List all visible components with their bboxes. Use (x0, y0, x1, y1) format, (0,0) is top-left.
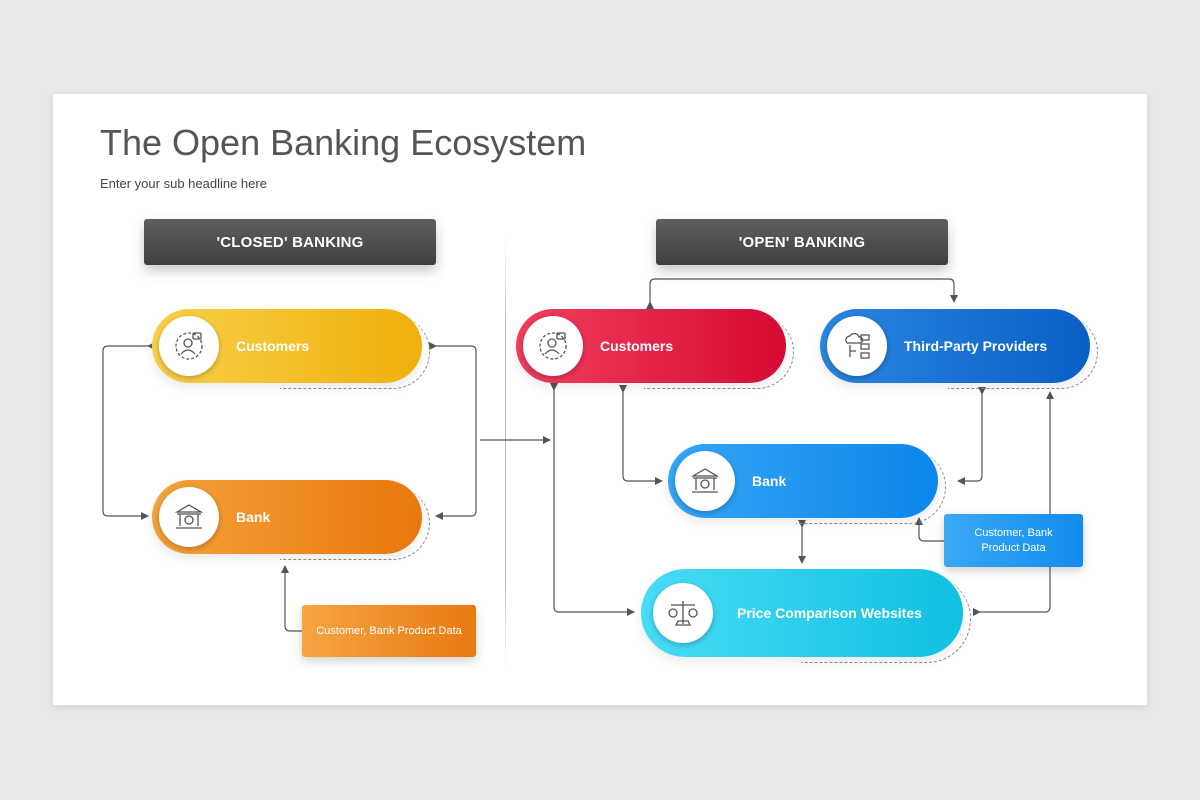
page-subtitle: Enter your sub headline here (100, 176, 267, 191)
cloud-network-icon (827, 316, 887, 376)
open-data-note-line1: Customer, Bank (974, 526, 1053, 539)
closed-banking-header: 'CLOSED' BANKING (144, 219, 436, 265)
open-bank-label: Bank (752, 473, 787, 489)
third-party-providers-label: Third-Party Providers (904, 338, 1048, 354)
closed-customers-label: Customers (236, 338, 310, 354)
price-comparison-websites-node: Price Comparison Websites (641, 569, 971, 663)
closed-bank-label: Bank (236, 509, 271, 525)
customer-support-icon (159, 316, 219, 376)
open-banking-header-label: 'OPEN' BANKING (738, 233, 866, 251)
third-party-providers-node: Third-Party Providers (820, 309, 1098, 389)
closed-banking-header-label: 'CLOSED' BANKING (216, 233, 364, 251)
closed-data-note-text: Customer, Bank Product Data (316, 624, 462, 637)
balance-scale-icon (653, 583, 713, 643)
closed-customers-node: Customers (152, 309, 430, 389)
closed-bank-node: Bank (152, 480, 430, 560)
bank-icon (159, 487, 219, 547)
closed-data-note: Customer, Bank Product Data (302, 605, 476, 657)
open-banking-header: 'OPEN' BANKING (656, 219, 948, 265)
price-comparison-websites-label: Price Comparison Websites (737, 605, 922, 621)
bank-icon (675, 451, 735, 511)
open-data-note: Customer, Bank Product Data (944, 514, 1083, 567)
open-customers-label: Customers (600, 338, 674, 354)
open-customers-node: Customers (516, 309, 794, 389)
page-title: The Open Banking Ecosystem (100, 122, 587, 163)
section-divider (505, 238, 506, 670)
customer-support-icon (523, 316, 583, 376)
open-data-note-line2: Product Data (981, 541, 1046, 554)
open-bank-node: Bank (668, 444, 946, 524)
